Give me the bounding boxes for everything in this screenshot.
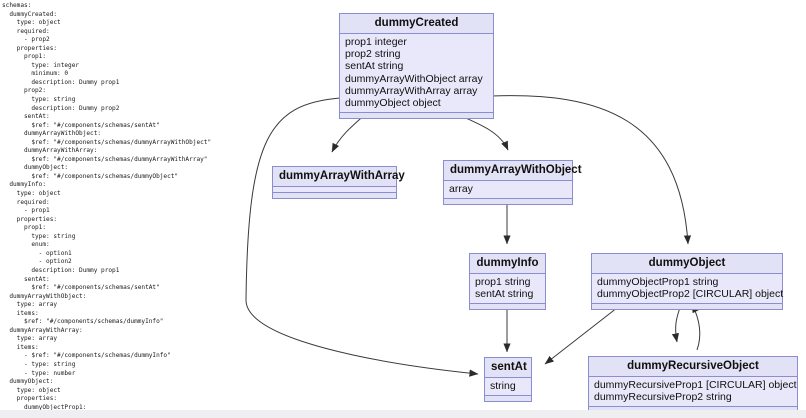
node-dummyInfo-attributes: prop1 string sentAt string bbox=[470, 274, 545, 305]
node-dummyCreated-attributes: prop1 integer prop2 string sentAt string… bbox=[340, 34, 493, 114]
node-sentAt-footer bbox=[485, 396, 531, 402]
node-sentAt-title: sentAt bbox=[485, 358, 531, 378]
edge-dummyObject-sentAt bbox=[544, 303, 623, 365]
node-sentAt-attributes: string bbox=[485, 378, 531, 397]
node-dummyObject-title: dummyObject bbox=[592, 254, 782, 274]
node-dummyRecursiveObject-title: dummyRecursiveObject bbox=[589, 357, 797, 377]
attribute: dummyArrayWithObject array bbox=[345, 72, 483, 85]
attribute: dummyObject object bbox=[345, 97, 441, 110]
node-dummyInfo-title: dummyInfo bbox=[470, 254, 545, 274]
node-dummyArrayWithObject[interactable]: dummyArrayWithObject array bbox=[443, 160, 582, 206]
attribute: dummyRecursiveProp2 string bbox=[594, 391, 732, 404]
node-dummyArrayWithArray-attributes bbox=[273, 187, 396, 193]
schema-yaml-pane[interactable]: schemas: dummyCreated: type: object requ… bbox=[0, 0, 246, 410]
node-dummyInfo-footer bbox=[470, 304, 545, 310]
node-dummyArrayWithArray[interactable]: dummyArrayWithArray bbox=[272, 166, 405, 199]
attribute: prop2 string bbox=[345, 48, 401, 61]
node-dummyCreated[interactable]: dummyCreated prop1 integer prop2 string … bbox=[339, 13, 494, 120]
node-dummyArrayWithArray-footer bbox=[273, 193, 396, 198]
attribute: string bbox=[490, 380, 516, 392]
node-sentAt[interactable]: sentAt string bbox=[484, 357, 532, 403]
attribute: dummyRecursiveProp1 [CIRCULAR] object bbox=[594, 379, 797, 391]
node-dummyArrayWithObject-footer bbox=[444, 199, 572, 205]
attribute: prop1 integer bbox=[345, 36, 407, 48]
attribute: array bbox=[449, 183, 473, 195]
edge-dummyRecursiveObject-dummyObject bbox=[691, 303, 701, 351]
edge-dummyCreated-sentAt bbox=[245, 97, 479, 377]
node-dummyArrayWithObject-title: dummyArrayWithObject bbox=[444, 161, 582, 181]
node-dummyArrayWithObject-attributes: array bbox=[444, 181, 572, 200]
node-dummyRecursiveObject-attributes: dummyRecursiveProp1 [CIRCULAR] object du… bbox=[589, 377, 797, 408]
node-dummyRecursiveObject[interactable]: dummyRecursiveObject dummyRecursiveProp1… bbox=[588, 356, 798, 414]
node-dummyInfo[interactable]: dummyInfo prop1 string sentAt string bbox=[469, 253, 546, 311]
node-dummyRecursiveObject-footer bbox=[589, 407, 797, 413]
bottom-status-band bbox=[0, 410, 806, 418]
attribute: dummyArrayWithArray array bbox=[345, 84, 478, 97]
node-dummyObject[interactable]: dummyObject dummyObjectProp1 string dumm… bbox=[591, 253, 784, 311]
schema-yaml-text: schemas: dummyCreated: type: object requ… bbox=[2, 2, 212, 410]
attribute: dummyObjectProp2 [CIRCULAR] object bbox=[597, 288, 784, 301]
node-dummyArrayWithArray-title: dummyArrayWithArray bbox=[273, 167, 405, 187]
node-dummyObject-footer bbox=[592, 304, 782, 310]
attribute: sentAt string bbox=[345, 60, 404, 73]
attribute: dummyObjectProp1 string bbox=[597, 276, 719, 288]
node-dummyObject-attributes: dummyObjectProp1 string dummyObjectProp2… bbox=[592, 274, 784, 305]
attribute: sentAt string bbox=[475, 288, 534, 301]
node-dummyCreated-footer bbox=[340, 113, 493, 119]
attribute: prop1 string bbox=[475, 276, 531, 288]
node-dummyCreated-title: dummyCreated bbox=[340, 14, 493, 34]
